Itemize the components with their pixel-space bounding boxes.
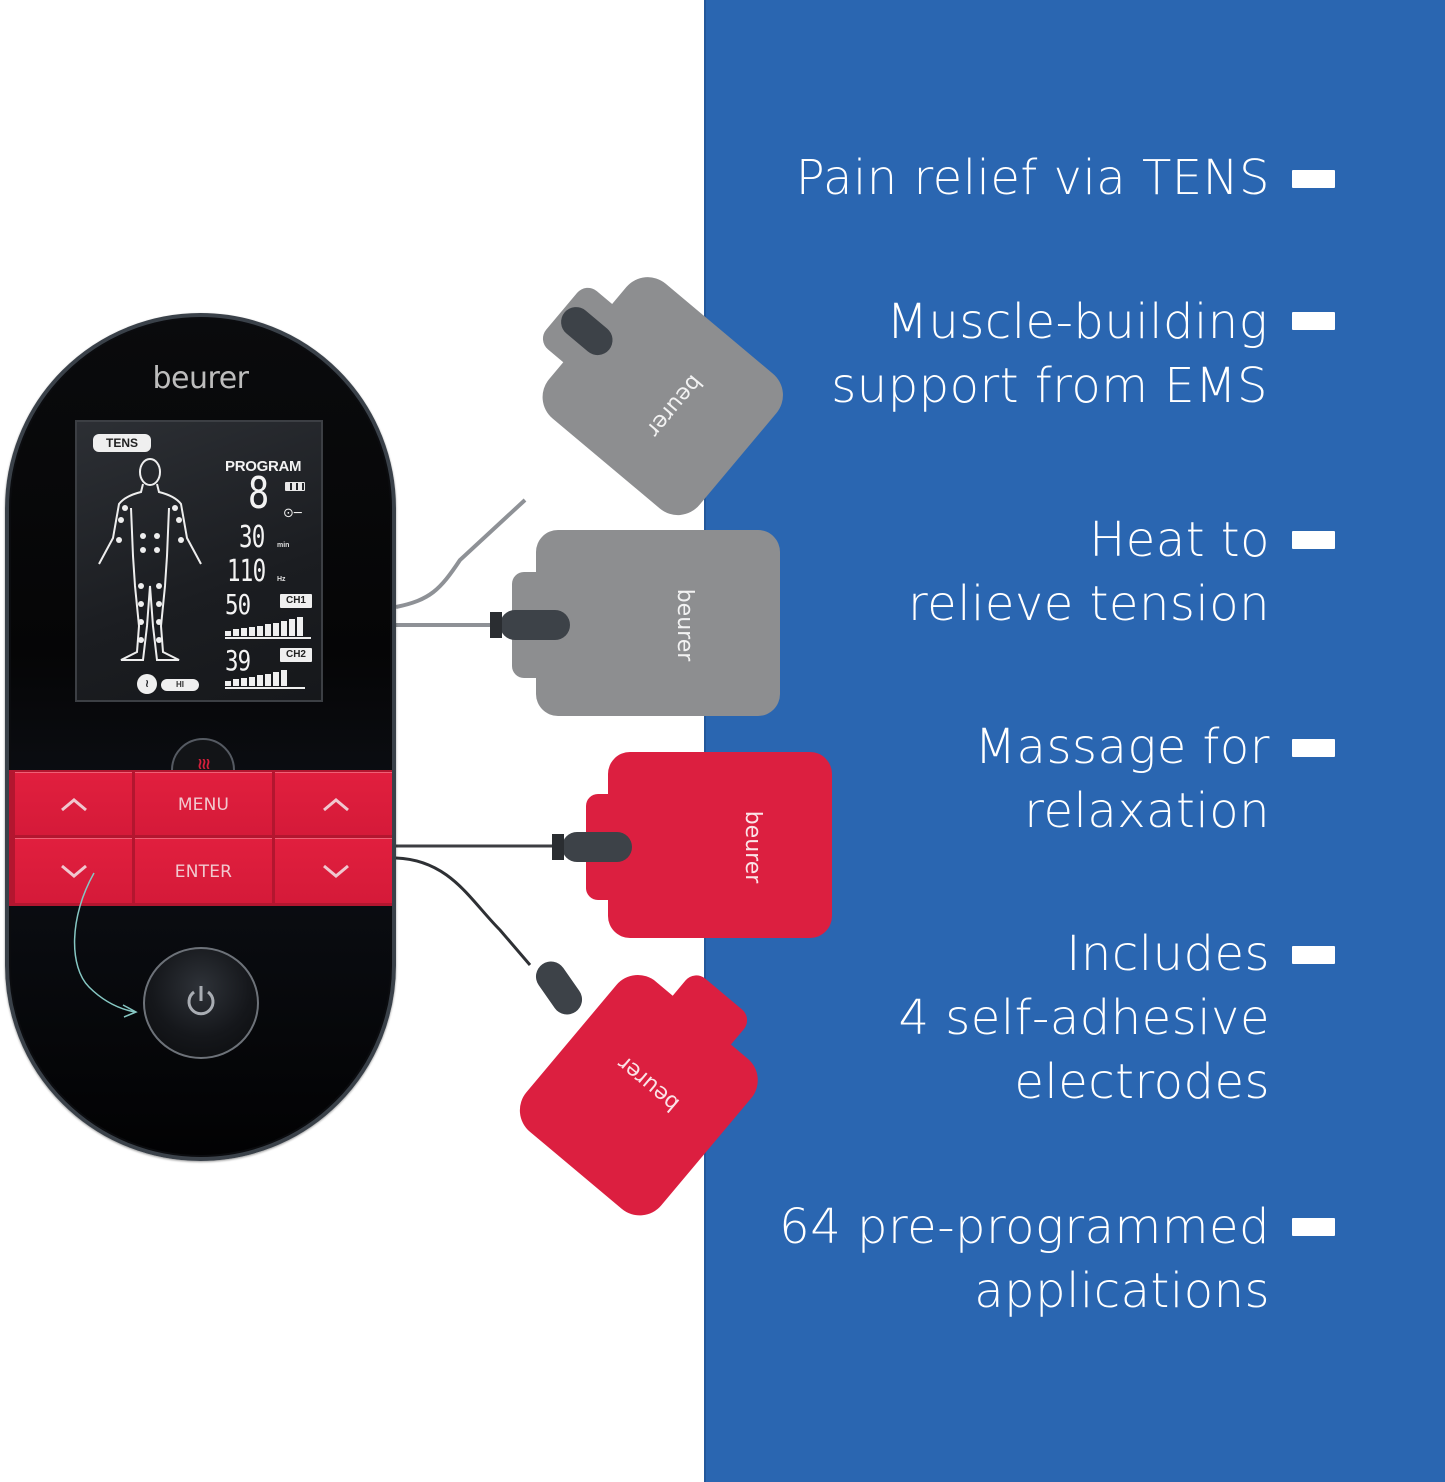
feature-ems: Muscle-building support from EMS — [831, 294, 1268, 414]
feature-heat: Heat to relieve tension — [907, 512, 1270, 632]
time-unit: min — [277, 542, 290, 549]
feature-electrodes: Includes 4 self-adhesive electrodes — [898, 926, 1270, 1110]
brand-logo: beurer — [152, 361, 249, 396]
electrode-gray-1[interactable]: beurer — [500, 258, 790, 532]
ch2-intensity: 39 — [225, 644, 251, 677]
feature-tens: Pain relief via TENS — [795, 150, 1270, 206]
ch2-bars-base — [225, 687, 305, 689]
ch1-badge: CH1 — [280, 594, 312, 608]
menu-button[interactable]: MENU — [135, 772, 272, 835]
electrode-red-1[interactable]: beurer — [550, 752, 840, 946]
body-figure-icon — [98, 458, 202, 661]
tens-ems-device: beurer TENS — [5, 313, 396, 1161]
feature-bullet — [1292, 739, 1335, 757]
control-keypad: MENU ENTER — [9, 770, 392, 906]
feature-bullet — [1292, 531, 1335, 549]
channel2-up-button[interactable] — [275, 772, 392, 835]
chevron-up-icon — [60, 798, 87, 812]
chevron-up-icon — [322, 798, 349, 812]
ch2-badge: CH2 — [280, 648, 312, 662]
chevron-down-icon — [60, 864, 87, 878]
feature-bullet — [1292, 170, 1335, 188]
menu-button-label: MENU — [177, 795, 230, 815]
ch1-intensity-bars — [225, 616, 303, 636]
time-value: 30 — [239, 520, 265, 555]
feature-bullet — [1292, 1218, 1335, 1236]
ch1-bars-base — [225, 637, 311, 639]
frequency-unit: Hz — [277, 576, 286, 583]
feature-programs: 64 pre-programmed applications — [779, 1199, 1270, 1319]
program-number: 8 — [248, 468, 269, 519]
heat-level-badge: HI — [161, 679, 199, 691]
frequency-value: 110 — [227, 554, 266, 589]
channel1-down-button[interactable] — [15, 838, 132, 903]
electrode-red-2[interactable]: beurer — [500, 955, 790, 1229]
channel1-up-button[interactable] — [15, 772, 132, 835]
power-icon — [187, 986, 215, 1016]
power-button[interactable] — [143, 947, 259, 1059]
electrode-brand-text: beurer — [672, 589, 697, 663]
battery-icon — [285, 482, 305, 491]
enter-button-label: ENTER — [174, 862, 233, 882]
heat-waves-icon: ≀≀≀ — [197, 754, 211, 773]
hint-arrow-icon — [73, 872, 138, 1018]
enter-button[interactable]: ENTER — [135, 838, 272, 903]
electrode-brand-text: beurer — [740, 811, 765, 885]
ch1-intensity: 50 — [225, 588, 251, 621]
channel2-down-button[interactable] — [275, 838, 392, 903]
electrode-gray-2[interactable]: beurer — [478, 530, 780, 724]
key-lock-icon: ⊙─ — [283, 506, 302, 521]
program-label: PROGRAM — [225, 458, 302, 475]
chevron-down-icon — [322, 864, 349, 878]
feature-bullet — [1292, 946, 1335, 964]
lcd-display: TENS — [75, 420, 323, 702]
mode-badge: TENS — [93, 434, 151, 452]
heat-indicator-icon: ≀ — [137, 674, 157, 694]
feature-massage: Massage for relaxation — [974, 719, 1270, 839]
ch2-intensity-bars — [225, 668, 287, 686]
feature-bullet — [1292, 312, 1335, 330]
